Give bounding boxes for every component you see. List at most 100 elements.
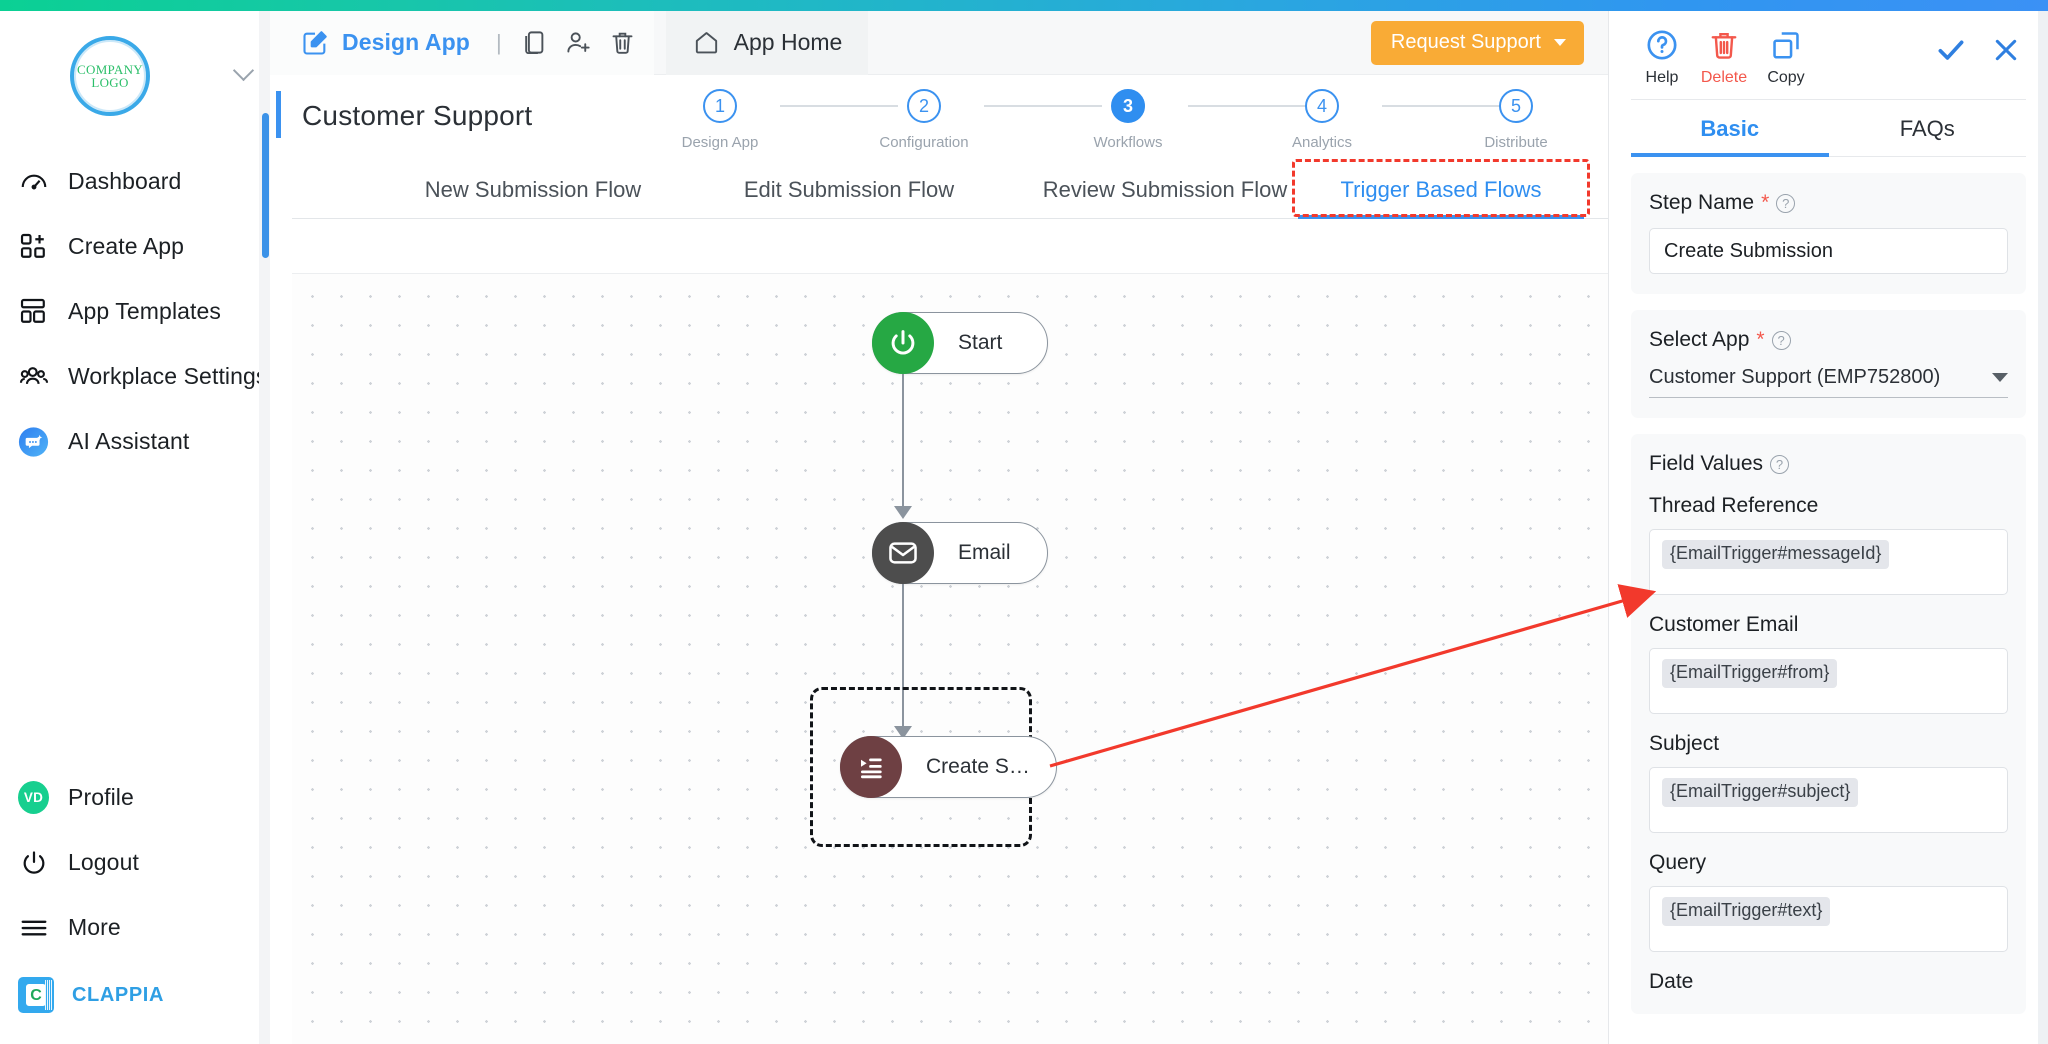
request-support-label: Request Support <box>1390 30 1541 53</box>
wizard-stepper: 1 Design App 2 Configuration 3 Workflows… <box>670 89 1548 161</box>
placeholder-token: {EmailTrigger#subject} <box>1662 778 1859 807</box>
placeholder-token: {EmailTrigger#text} <box>1662 897 1831 926</box>
panel-body: Step Name * ? Create Submission Select A… <box>1609 173 2048 1014</box>
field-label-subject: Subject <box>1649 732 1720 755</box>
sidebar-item-label: More <box>68 914 121 940</box>
tab-label: FAQs <box>1899 116 1955 141</box>
panel-scrollbar-track[interactable] <box>2038 11 2048 1044</box>
step-2[interactable]: 2 Configuration <box>864 89 984 151</box>
step-name-input[interactable]: Create Submission <box>1649 228 2008 274</box>
step-connector <box>1188 105 1306 107</box>
question-circle-icon <box>1631 25 1693 65</box>
field-label-customer-email: Customer Email <box>1649 613 1799 636</box>
help-button[interactable]: Help <box>1631 25 1693 87</box>
copy-pages-icon[interactable] <box>520 28 550 58</box>
sidebar-item-dashboard[interactable]: Dashboard <box>0 149 269 214</box>
tab-label: Basic <box>1700 116 1760 141</box>
edge-start-to-email <box>902 374 904 514</box>
step-caption: Design App <box>681 134 759 151</box>
toolbar-separator: | <box>495 29 502 55</box>
people-icon <box>18 361 49 392</box>
field-label-date: Date <box>1649 970 1694 993</box>
tab-trigger-based-flows[interactable]: Trigger Based Flows <box>1296 161 1586 219</box>
sidebar-item-logout[interactable]: Logout <box>0 830 269 895</box>
select-app-dropdown[interactable]: Customer Support (EMP752800) <box>1649 366 2008 398</box>
request-support-button[interactable]: Request Support <box>1370 20 1584 65</box>
sidebar-scrollbar-thumb[interactable] <box>262 113 269 258</box>
sidebar-item-app-templates[interactable]: App Templates <box>0 279 269 344</box>
step-number: 4 <box>1305 89 1339 123</box>
add-user-icon[interactable] <box>564 28 594 58</box>
toolbar-group: Design App | <box>270 10 654 75</box>
sidebar-item-more[interactable]: More <box>0 895 269 960</box>
field-values-label: Field Values ? <box>1649 452 2008 476</box>
trash-icon[interactable] <box>608 28 638 58</box>
sidebar-item-ai-assistant[interactable]: AI Assistant <box>0 409 269 474</box>
workflow-canvas[interactable]: Start Email <box>292 273 1608 1044</box>
step-5[interactable]: 5 Distribute <box>1456 89 1576 151</box>
tab-label: Review Submission Flow <box>1042 177 1288 202</box>
arrowhead-icon <box>894 506 912 519</box>
sidebar-item-workplace-settings[interactable]: Workplace Settings <box>0 344 269 409</box>
field-input-thread-reference[interactable]: {EmailTrigger#messageId} <box>1649 529 2008 595</box>
tab-label: Trigger Based Flows <box>1340 177 1542 202</box>
step-1[interactable]: 1 Design App <box>660 89 780 151</box>
panel-confirm-actions <box>1934 25 2026 72</box>
app-home-tab[interactable]: App Home <box>665 10 869 75</box>
sidebar-item-label: AI Assistant <box>68 428 190 454</box>
layout-icon <box>18 296 49 327</box>
main-content: Design App | <box>270 10 1608 1044</box>
placeholder-token: {EmailTrigger#from} <box>1662 659 1838 688</box>
sidebar-bottom-nav: VD Profile Logout More <box>0 765 269 1044</box>
workflow-node-start[interactable]: Start <box>872 312 1048 374</box>
field-label-thread-reference: Thread Reference <box>1649 494 1819 517</box>
sidebar-item-label: Logout <box>68 849 139 875</box>
step-connector <box>780 105 898 107</box>
flow-tabs-underline <box>292 218 1608 219</box>
label-text: Step Name <box>1649 191 1755 214</box>
field-input-query[interactable]: {EmailTrigger#text} <box>1649 886 2008 952</box>
chevron-down-icon[interactable] <box>232 59 255 82</box>
page-title: Customer Support <box>302 100 533 131</box>
step-3[interactable]: 3 Workflows <box>1068 89 1188 151</box>
check-icon[interactable] <box>1934 33 1968 72</box>
tab-faqs[interactable]: FAQs <box>1829 100 2027 156</box>
step-connector <box>984 105 1102 107</box>
placeholder-token: {EmailTrigger#messageId} <box>1662 540 1890 569</box>
action-label: Delete <box>1700 69 1748 86</box>
action-label: Copy <box>1767 69 1805 86</box>
tab-new-submission-flow[interactable]: New Submission Flow <box>348 161 718 219</box>
power-icon <box>18 847 49 878</box>
delete-button[interactable]: Delete <box>1693 25 1755 87</box>
help-tooltip-icon[interactable]: ? <box>1776 193 1796 213</box>
field-input-subject[interactable]: {EmailTrigger#subject} <box>1649 767 2008 833</box>
edge-email-to-create <box>902 584 904 734</box>
close-icon[interactable] <box>1990 34 2022 71</box>
panel-tabs: Basic FAQs <box>1631 100 2026 157</box>
design-app-button[interactable]: Design App <box>300 28 470 58</box>
copy-button[interactable]: Copy <box>1755 25 1817 87</box>
panel-divider <box>1631 99 2026 100</box>
step-name-label: Step Name * ? <box>1649 191 2008 215</box>
tab-basic[interactable]: Basic <box>1631 100 1829 157</box>
help-tooltip-icon[interactable]: ? <box>1771 330 1791 350</box>
sidebar-scrollbar-track[interactable] <box>259 11 270 1044</box>
workflow-node-create-submission[interactable]: Create S… <box>840 736 1057 798</box>
sidebar-item-profile[interactable]: VD Profile <box>0 765 269 830</box>
flow-tabs: New Submission Flow Edit Submission Flow… <box>270 157 1608 219</box>
field-values-card: Field Values ? Thread Reference {EmailTr… <box>1631 434 2026 1014</box>
sidebar-item-create-app[interactable]: Create App <box>0 214 269 279</box>
chevron-down-icon <box>1554 38 1566 46</box>
help-tooltip-icon[interactable]: ? <box>1770 454 1790 474</box>
left-sidebar: COMPANY LOGO Dashboard <box>0 11 270 1044</box>
trash-icon <box>1693 25 1755 65</box>
field-input-customer-email[interactable]: {EmailTrigger#from} <box>1649 648 2008 714</box>
step-caption: Analytics <box>1291 134 1353 151</box>
workflow-node-email[interactable]: Email <box>872 522 1048 584</box>
company-logo: COMPANY LOGO <box>70 36 150 116</box>
envelope-icon <box>872 522 934 584</box>
avatar-initials: VD <box>18 781 49 814</box>
tab-edit-submission-flow[interactable]: Edit Submission Flow <box>664 161 1034 219</box>
step-4[interactable]: 4 Analytics <box>1262 89 1382 151</box>
tab-review-submission-flow[interactable]: Review Submission Flow <box>980 161 1350 219</box>
